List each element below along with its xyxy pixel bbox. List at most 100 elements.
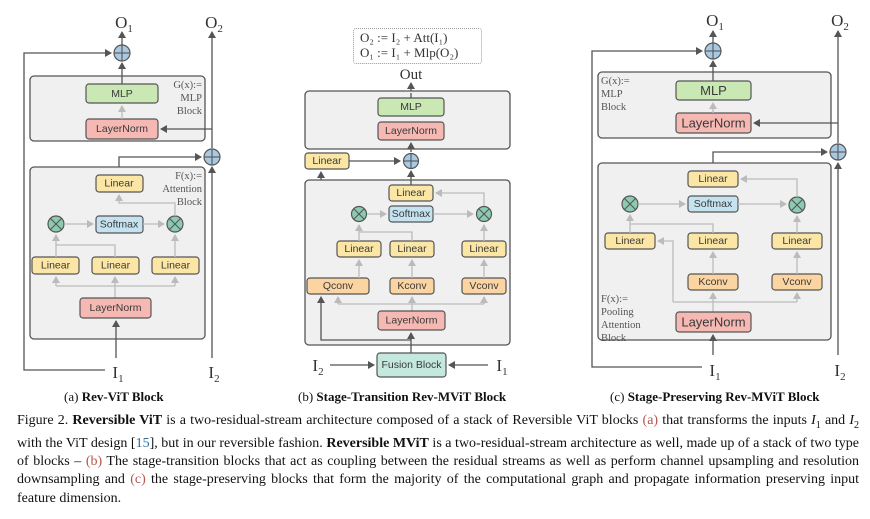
mlp-block-container — [304, 90, 511, 150]
layernorm-label: LayerNorm — [681, 315, 745, 330]
output-out: Out — [400, 67, 423, 83]
layernorm-label: LayerNorm — [385, 125, 437, 137]
layernorm-box — [675, 311, 752, 333]
input-i2: I2 — [834, 361, 845, 383]
vconv-label: Vconv — [782, 276, 812, 288]
softmax-label: Softmax — [100, 219, 139, 231]
f-block-label-3: Attention — [601, 320, 641, 331]
linear-q-label: Linear — [344, 243, 374, 255]
ref-a-link[interactable]: (a) — [642, 413, 659, 428]
f-block-label-4: Block — [601, 333, 627, 344]
caption-a-title: Rev-ViT Block — [81, 389, 164, 404]
ref-c-link[interactable]: (c) — [130, 472, 146, 488]
linear-out-label: Linear — [698, 173, 728, 185]
f-block-label-1: F(x):= — [601, 294, 628, 305]
g-block-label-2: MLP — [180, 93, 202, 104]
linear-k-label: Linear — [698, 235, 728, 247]
math-i2: I2 — [849, 413, 859, 431]
linear-out-label: Linear — [396, 187, 426, 199]
linear-out-label: Linear — [104, 178, 134, 190]
caption-text: is a two-residual-stream architecture as… — [17, 436, 859, 470]
output-o2: O2 — [831, 11, 849, 33]
linear-q-label: Linear — [41, 260, 71, 272]
f-block-container — [29, 166, 206, 340]
caption-text: the stage-preserving blocks that form th… — [17, 472, 859, 506]
mlp-label: MLP — [111, 88, 133, 100]
input-i1: I1 — [496, 356, 507, 378]
caption-text: The stage-transition blocks that act as … — [17, 454, 859, 488]
panel-a: G(x):= MLP Block MLP LayerNorm O1 O2 F(x… — [23, 13, 223, 385]
linear-k-label: Linear — [397, 243, 427, 255]
caption-text: ], but in our reversible fashion. — [149, 436, 327, 451]
f-block-label-3: Block — [177, 197, 203, 208]
layernorm-label: LayerNorm — [90, 302, 142, 314]
linear-v-label: Linear — [782, 235, 812, 247]
side-linear-label: Linear — [312, 155, 342, 167]
g-block-container — [29, 75, 206, 142]
vconv-label: Vconv — [469, 280, 499, 292]
mlp-label: MLP — [700, 83, 727, 98]
qconv-label: Qconv — [323, 280, 354, 292]
kconv-label: Kconv — [698, 276, 728, 288]
equations-box: O₂ := I₂ + Att(I₁) O₁ := I₁ + Mlp(O₂) — [353, 28, 482, 64]
caption-text: with the ViT design [ — [17, 436, 136, 451]
g-block-label-3: Block — [601, 102, 627, 113]
fusion-block-label: Fusion Block — [381, 359, 442, 371]
linear-k-label: Linear — [101, 260, 131, 272]
g-block-label-1: G(x):= — [173, 80, 202, 91]
ref-b-link[interactable]: (b) — [85, 454, 103, 470]
kconv-label: Kconv — [397, 280, 427, 292]
layernorm-box — [377, 121, 445, 141]
input-i1: I1 — [709, 361, 720, 383]
fusion-block-box — [376, 352, 447, 378]
math-i1: I1 — [811, 413, 821, 431]
term-reversible-mvit: Reversible MViT — [326, 436, 429, 451]
linear-q-label: Linear — [615, 235, 645, 247]
mlp-label: MLP — [400, 101, 422, 113]
caption-c-prefix: (c) — [610, 389, 625, 404]
f-block-label-1: F(x):= — [175, 171, 202, 182]
output-o1: O1 — [115, 13, 133, 35]
linear-v-label: Linear — [161, 260, 191, 272]
output-o2: O2 — [205, 13, 223, 35]
caption-b: (b) Stage-Transition Rev-MViT Block — [298, 389, 506, 405]
input-i2: I2 — [312, 356, 323, 378]
softmax-label: Softmax — [694, 198, 733, 210]
g-block-label-2: MLP — [601, 89, 623, 100]
caption-text: is a two-residual-stream architecture co… — [162, 413, 643, 428]
equation-o1: O₁ := I₁ + Mlp(O₂) — [360, 45, 459, 60]
caption-a-prefix: (a) — [64, 389, 79, 404]
input-i1: I1 — [112, 363, 123, 385]
caption-a: (a) Rev-ViT Block — [64, 389, 164, 405]
caption-c-title: Stage-Preserving Rev-MViT Block — [627, 389, 820, 404]
linear-out-box — [95, 174, 144, 193]
softmax-label: Softmax — [392, 208, 431, 220]
figure-label: Figure 2. — [17, 413, 69, 428]
figure-diagram: G(x):= MLP Block MLP LayerNorm O1 O2 F(x… — [23, 11, 849, 385]
caption-b-prefix: (b) — [298, 389, 314, 404]
figure-caption: Figure 2. Reversible ViT is a two-residu… — [17, 412, 859, 508]
layernorm-label: LayerNorm — [386, 315, 438, 327]
f-block-label-2: Attention — [162, 184, 202, 195]
layernorm-label: LayerNorm — [681, 116, 745, 131]
term-reversible-vit: Reversible ViT — [72, 413, 163, 428]
linear-out-box — [388, 184, 434, 202]
citation-link[interactable]: 15 — [135, 436, 150, 451]
linear-v-label: Linear — [469, 243, 499, 255]
caption-b-title: Stage-Transition Rev-MViT Block — [316, 389, 507, 404]
caption-text: that transforms the inputs — [658, 413, 812, 428]
layernorm-box — [79, 297, 152, 319]
caption-c: (c) Stage-Preserving Rev-MViT Block — [610, 389, 820, 405]
layernorm-box — [377, 310, 446, 331]
output-o1: O1 — [706, 11, 724, 33]
input-i2: I2 — [208, 363, 219, 385]
panel-c: G(x):= MLP Block MLP LayerNorm O1 O2 F(x… — [591, 11, 849, 383]
linear-out-box — [687, 170, 739, 188]
g-block-label-3: Block — [177, 106, 203, 117]
g-block-label-1: G(x):= — [601, 76, 630, 87]
caption-text: and — [820, 413, 850, 428]
panel-b: Out MLP LayerNorm Linear Linear Softmax … — [304, 67, 511, 378]
layernorm-label: LayerNorm — [96, 123, 148, 135]
equation-o2: O₂ := I₂ + Att(I₁) — [360, 30, 448, 45]
f-block-label-2: Pooling — [601, 307, 634, 318]
